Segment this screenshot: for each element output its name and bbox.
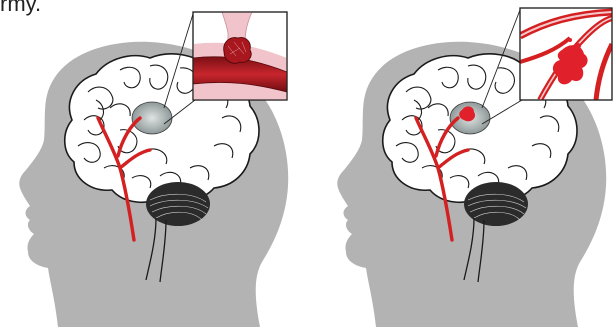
blood-clot	[224, 38, 252, 64]
ischemic-stroke-panel	[19, 12, 288, 327]
hemorrhagic-stroke-panel	[337, 8, 612, 327]
clot-inset	[193, 12, 287, 100]
hemorrhage-inset	[520, 8, 612, 100]
